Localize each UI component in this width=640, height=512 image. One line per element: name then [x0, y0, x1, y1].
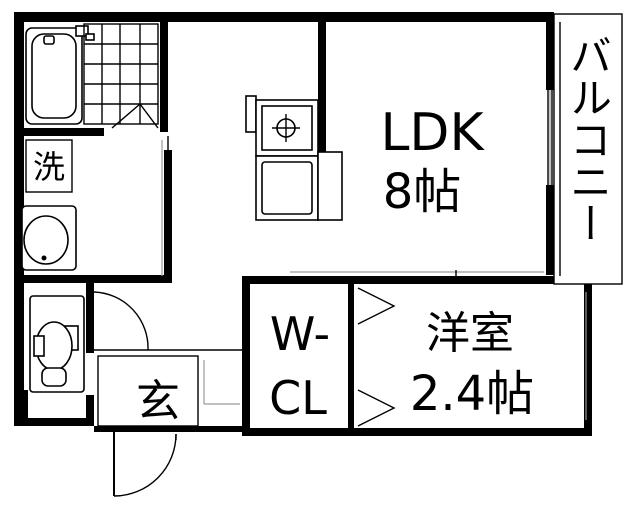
sliding-door [290, 270, 544, 276]
entrance [97, 355, 240, 497]
kitchen [245, 95, 343, 221]
ldk-size-label: 8帖 [383, 164, 462, 220]
western-room-details [357, 287, 591, 427]
ldk-label: LDK [380, 103, 485, 163]
balcony-label: バルコニー [564, 34, 613, 244]
balcony [547, 13, 623, 285]
western-room-label: 洋室 [426, 308, 514, 359]
entrance-label: 玄 [136, 376, 180, 427]
bathroom [25, 23, 159, 129]
walkin-closet-label-line2: CL [269, 371, 327, 425]
western-room-size-label: 2.4帖 [410, 366, 534, 422]
washroom-label: 洗 [33, 148, 65, 186]
toilet [29, 291, 244, 393]
walkin-closet-label-line1: W- [270, 307, 330, 361]
washroom [21, 136, 169, 276]
